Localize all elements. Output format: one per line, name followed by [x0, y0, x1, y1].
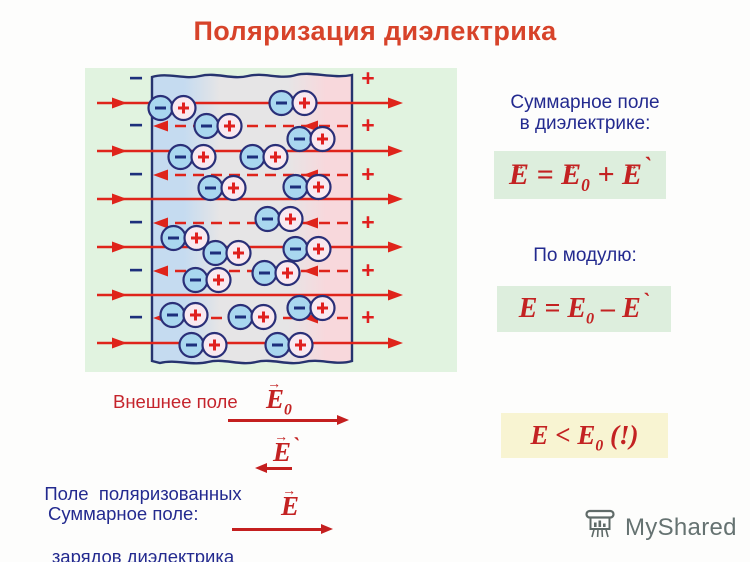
plate-minus-sign: − — [129, 209, 143, 236]
formula-token: < — [548, 420, 578, 450]
dipole-pair — [286, 294, 336, 322]
dipole-pair — [202, 239, 252, 267]
field-line-solid — [97, 337, 403, 349]
total-field-symbol: →E — [281, 482, 300, 522]
dipole-pair — [251, 259, 301, 287]
formula-token: = — [529, 158, 562, 191]
total-field-arrow — [232, 524, 333, 534]
field-line-solid — [97, 97, 403, 109]
dipole-pair — [227, 303, 277, 331]
formula-token: = — [537, 293, 568, 324]
vector-arrow-icon: → — [274, 428, 289, 445]
watermark-link[interactable]: MyShared — [584, 509, 737, 547]
polarized-field-arrow — [255, 463, 292, 473]
dipole-pair — [167, 143, 217, 171]
field-line-solid — [97, 289, 403, 301]
polarized-field-label-line1: Поле поляризованных — [44, 483, 242, 504]
modulus-caption: По модулю: — [533, 245, 637, 266]
sum-field-caption-line1: Суммарное поле — [510, 92, 660, 113]
formula-token: →E — [281, 482, 300, 521]
formula-token: E — [518, 293, 538, 324]
plate-plus-sign: + — [361, 112, 374, 138]
plate-minus-sign: − — [129, 257, 143, 284]
sum-field-caption: Суммарное поле в диэлектрике: — [470, 92, 700, 134]
dielectric-field-diagram: − + − + − + − + − + − + — [85, 65, 457, 372]
dipole-pair — [159, 301, 209, 329]
plate-minus-sign: − — [129, 161, 143, 188]
plate-plus-sign: + — [361, 304, 374, 330]
formula-token: →E` — [273, 428, 300, 467]
page-title: Поляризация диэлектрика — [193, 16, 557, 46]
formula-token: E — [530, 420, 549, 450]
formula-token: E` — [622, 287, 650, 324]
dipole-pair — [282, 235, 332, 263]
dipole-pair — [193, 112, 243, 140]
formula-token: E0 — [567, 293, 595, 328]
polarized-field-symbol: →E` — [273, 428, 300, 468]
formula-token: →E0 — [561, 157, 590, 195]
formula-inequality: E < E0 (!) — [501, 413, 668, 468]
formula-token: →E — [509, 157, 529, 191]
plate-plus-sign: + — [361, 68, 374, 91]
formula-token: (!) — [603, 420, 639, 450]
formula-token: →E` — [622, 154, 651, 191]
dipole-pair — [160, 224, 210, 252]
dipole-pair — [286, 125, 336, 153]
vector-arrow-icon: → — [282, 482, 297, 499]
watermark-text: MyShared — [625, 514, 737, 541]
external-field-label: Внешнее поле — [113, 391, 238, 412]
formula-token: →E0 — [266, 375, 292, 419]
plate-plus-sign: + — [361, 161, 374, 187]
dipole-pair — [147, 94, 197, 122]
dipole-pair — [268, 89, 318, 117]
plate-plus-sign: + — [361, 209, 374, 235]
polarized-field-label-line2: зарядов диэлектрика — [51, 546, 235, 562]
total-field-label: Суммарное поле: — [48, 503, 199, 524]
formula-token: E0 — [577, 420, 604, 455]
vector-arrow-icon: → — [267, 375, 282, 392]
plate-minus-sign: − — [129, 68, 143, 92]
external-field-symbol: →E0 — [266, 375, 292, 419]
dipole-pair — [239, 143, 289, 171]
plate-plus-sign: + — [361, 257, 374, 283]
dielectric-diagram-svg: − + − + − + − + − + − + — [85, 65, 457, 372]
formula-box-inequality: E < E0 (!) — [501, 413, 668, 458]
dipole-pair — [264, 331, 314, 359]
formula-sum: →E = →E0 + →E` — [494, 151, 666, 209]
plate-minus-sign: − — [129, 112, 143, 139]
plate-minus-sign: − — [129, 304, 143, 331]
field-line-dashed — [153, 217, 351, 229]
dipole-pair — [282, 173, 332, 201]
vector-arrow-icon: → — [510, 156, 526, 174]
formula-token: + — [589, 158, 622, 191]
sum-field-caption-line2: в диэлектрике: — [519, 113, 651, 134]
vector-arrow-icon: → — [623, 156, 639, 174]
formula-token: – — [594, 293, 623, 324]
vector-arrow-icon: → — [562, 156, 578, 174]
formula-box-sum: →E = →E0 + →E` — [494, 151, 666, 199]
field-line-dashed — [153, 120, 351, 132]
formula-modulus: E = E0 – E` — [497, 286, 671, 342]
polarized-field-label: Поле поляризованных зарядов диэлектрика — [36, 441, 250, 562]
myshared-icon — [584, 509, 618, 547]
field-line-solid — [97, 193, 403, 205]
external-field-arrow — [228, 415, 349, 425]
dipole-pair — [197, 174, 247, 202]
dipole-pair — [182, 266, 232, 294]
formula-box-modulus: E = E0 – E` — [497, 286, 671, 332]
dipole-pair — [178, 331, 228, 359]
dipole-pair — [254, 205, 304, 233]
